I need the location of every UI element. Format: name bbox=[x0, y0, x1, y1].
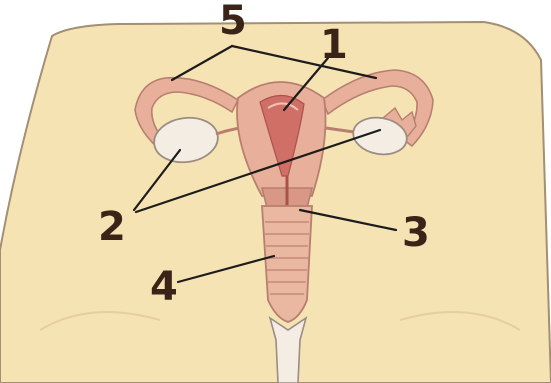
label-1: 1 bbox=[320, 22, 348, 68]
label-3: 3 bbox=[402, 210, 430, 256]
label-5: 5 bbox=[219, 0, 247, 44]
vagina bbox=[262, 206, 312, 322]
label-4: 4 bbox=[150, 264, 178, 310]
label-2: 2 bbox=[98, 204, 126, 250]
